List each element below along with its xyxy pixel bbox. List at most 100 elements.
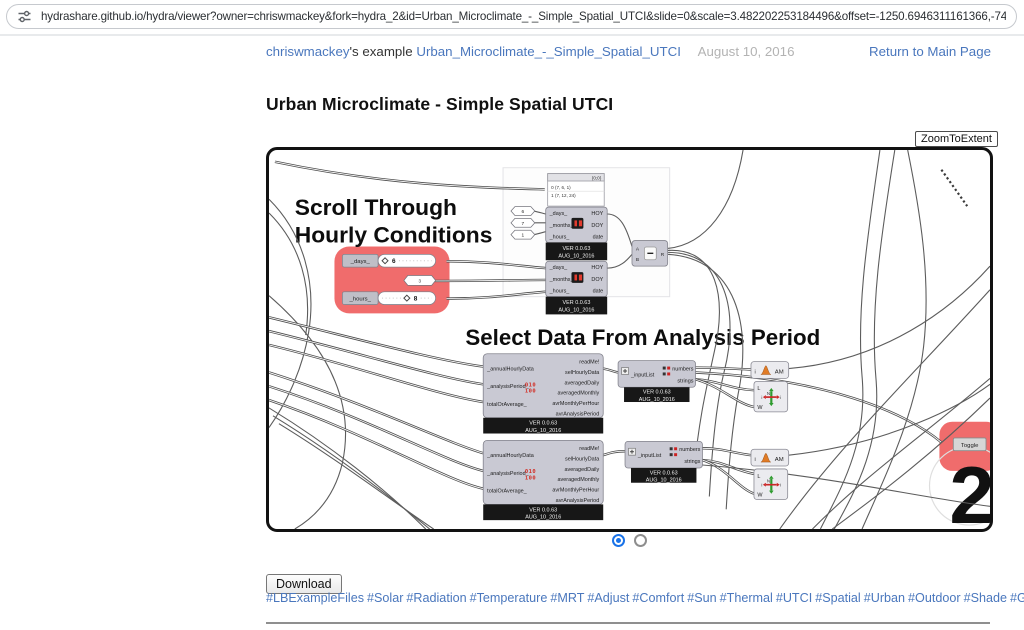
zoom-to-extent-button[interactable]: ZoomToExtent bbox=[915, 131, 998, 147]
component-output-label: avrAnalysisPeriod bbox=[556, 411, 600, 417]
slide-dot-1[interactable] bbox=[612, 534, 625, 547]
file-link[interactable]: Urban_Microclimate_-_Simple_Spatial_UTCI bbox=[416, 44, 681, 59]
component-input-label: _analysisPeriod_ bbox=[486, 384, 529, 390]
component-input-label: _months_ bbox=[549, 223, 575, 229]
data-panel: {0;0} 0 (7, 6, 1) 1 (7, 12, 24) bbox=[547, 173, 605, 207]
move-arrows-icon bbox=[762, 475, 780, 494]
component-input-label: _days_ bbox=[549, 265, 569, 271]
slide-pagination bbox=[266, 534, 993, 547]
component-output-label: date bbox=[593, 235, 604, 241]
component-version: VER 0.0.63 bbox=[563, 246, 591, 252]
lw-component: L W i i N bbox=[753, 380, 789, 413]
component-input-label: _hours_ bbox=[549, 289, 571, 295]
tag-link[interactable]: #Radiation bbox=[406, 591, 467, 605]
tag-link[interactable]: #Temperature bbox=[469, 591, 548, 605]
component-output-label: strings bbox=[684, 459, 700, 465]
component-output-label: readMe! bbox=[579, 446, 599, 452]
slider-label: _days_ bbox=[350, 259, 371, 265]
component-output-label: averagedMonthly bbox=[558, 477, 600, 483]
dotted-wire bbox=[940, 169, 969, 207]
panel-row: 0 (7, 6, 1) bbox=[551, 185, 571, 190]
component-version: VER 0.0.63 bbox=[529, 507, 557, 513]
component-side-label: i bbox=[761, 395, 762, 400]
slider-label: _hours_ bbox=[349, 297, 372, 303]
tag-link[interactable]: #Solar bbox=[367, 591, 404, 605]
am-component: i AM bbox=[750, 361, 790, 379]
tag-link[interactable]: #Outdoor bbox=[908, 591, 961, 605]
component-label: AM bbox=[775, 457, 784, 463]
slide-viewer-canvas[interactable]: 2 Scroll Through Hourly Conditions Selec… bbox=[266, 147, 993, 532]
graph-peak-icon bbox=[760, 452, 771, 463]
component-output-label: averagedMonthly bbox=[558, 391, 600, 397]
component-version: VER 0.0.63 bbox=[650, 470, 678, 476]
component-input-label: _annualHourlyData bbox=[486, 367, 535, 373]
component-input-label: B bbox=[636, 257, 639, 263]
tag-link[interactable]: #UTCI bbox=[775, 591, 813, 605]
address-bar[interactable]: hydrashare.github.io/hydra/viewer?owner=… bbox=[6, 4, 1017, 29]
tag-link[interactable]: #Thermal bbox=[719, 591, 773, 605]
download-button[interactable]: Download bbox=[266, 574, 342, 594]
component-input-label: totalOrAverage_ bbox=[487, 489, 528, 495]
post-date: August 10, 2016 bbox=[697, 44, 795, 59]
annotation-scroll-line2: Hourly Conditions bbox=[295, 222, 493, 248]
slide-number-numeral: 2 bbox=[949, 451, 990, 529]
component-mid-label: N bbox=[767, 479, 770, 484]
owner-link[interactable]: chriswmackey bbox=[266, 44, 350, 59]
component-input-label: W bbox=[757, 405, 763, 411]
component-version: VER 0.0.63 bbox=[529, 421, 557, 427]
component-version: VER 0.0.63 bbox=[643, 390, 671, 396]
component-side-label: i bbox=[761, 483, 762, 488]
component-side-label: i bbox=[780, 483, 781, 488]
slider-value: 6 bbox=[392, 258, 396, 265]
component-input-label: i bbox=[754, 369, 755, 375]
tag-link[interactable]: #Adjust bbox=[587, 591, 630, 605]
site-settings-icon[interactable] bbox=[17, 9, 32, 24]
slide-dot-2[interactable] bbox=[634, 534, 647, 547]
tag-link[interactable]: #Sun bbox=[687, 591, 717, 605]
component-input-label: _months_ bbox=[549, 277, 575, 283]
example-text: 's example bbox=[349, 44, 413, 59]
inputlist-component: _inputList numbers strings VER 0.0.63 AU… bbox=[624, 440, 703, 484]
component-input-label: A bbox=[636, 246, 640, 252]
url-text[interactable]: hydrashare.github.io/hydra/viewer?owner=… bbox=[41, 10, 1006, 23]
panel-path: {0;0} bbox=[592, 176, 602, 181]
tag-link[interactable]: #MRT bbox=[550, 591, 585, 605]
tag-link[interactable]: #Comfort bbox=[632, 591, 685, 605]
slider-group: _days_ 6 3 _hours_ 8 bbox=[341, 253, 437, 305]
component-output-label: selHourlyData bbox=[565, 457, 600, 463]
component-label: _inputList bbox=[630, 372, 655, 378]
tag-link[interactable]: #Grasshopper bbox=[1009, 591, 1024, 605]
component-output-label: selHourlyData bbox=[565, 370, 600, 376]
avg-analysis-component: _annualHourlyData _analysisPeriod_ total… bbox=[482, 353, 604, 434]
component-output-label: numbers bbox=[672, 367, 693, 373]
component-output-label: date bbox=[593, 289, 604, 295]
grasshopper-definition-image: 2 Scroll Through Hourly Conditions Selec… bbox=[269, 150, 990, 529]
component-output-label: DOY bbox=[591, 223, 603, 229]
component-version: VER 0.0.63 bbox=[563, 300, 591, 306]
component-output-label: readMe! bbox=[579, 360, 599, 366]
slider-value: 8 bbox=[414, 296, 418, 303]
tag-link[interactable]: #LBExampleFiles bbox=[266, 591, 364, 605]
page-title: Urban Microclimate - Simple Spatial UTCI bbox=[266, 94, 614, 114]
return-main-page-link[interactable]: Return to Main Page bbox=[869, 44, 991, 59]
capsule-value: 7 bbox=[522, 221, 525, 227]
toggle-label: Toggle bbox=[961, 443, 979, 449]
boolean-toggle: Toggle bbox=[952, 437, 987, 452]
avg-analysis-component: _annualHourlyData _analysisPeriod_ total… bbox=[482, 440, 604, 521]
tag-link[interactable]: #Spatial bbox=[815, 591, 861, 605]
move-arrows-icon bbox=[762, 388, 780, 407]
component-output-label: numbers bbox=[679, 447, 700, 453]
component-output-label: HOY bbox=[591, 265, 603, 271]
component-input-label: W bbox=[757, 493, 763, 499]
panel-row: 1 (7, 12, 24) bbox=[551, 193, 576, 198]
component-input-label: _hours_ bbox=[549, 235, 571, 241]
component-date: AUG_10_2016 bbox=[639, 397, 675, 403]
component-output-label: averagedDaily bbox=[564, 467, 599, 473]
tag-link[interactable]: #Shade bbox=[963, 591, 1007, 605]
tag-link[interactable]: #Urban bbox=[863, 591, 906, 605]
component-output-label: avrMonthlyPerHour bbox=[552, 488, 599, 494]
byline: chriswmackey's example Urban_Microclimat… bbox=[266, 44, 993, 60]
component-date: AUG_10_2016 bbox=[646, 478, 682, 484]
binary-icon: 100 bbox=[525, 389, 536, 395]
annotation-scroll-line1: Scroll Through bbox=[295, 194, 457, 220]
